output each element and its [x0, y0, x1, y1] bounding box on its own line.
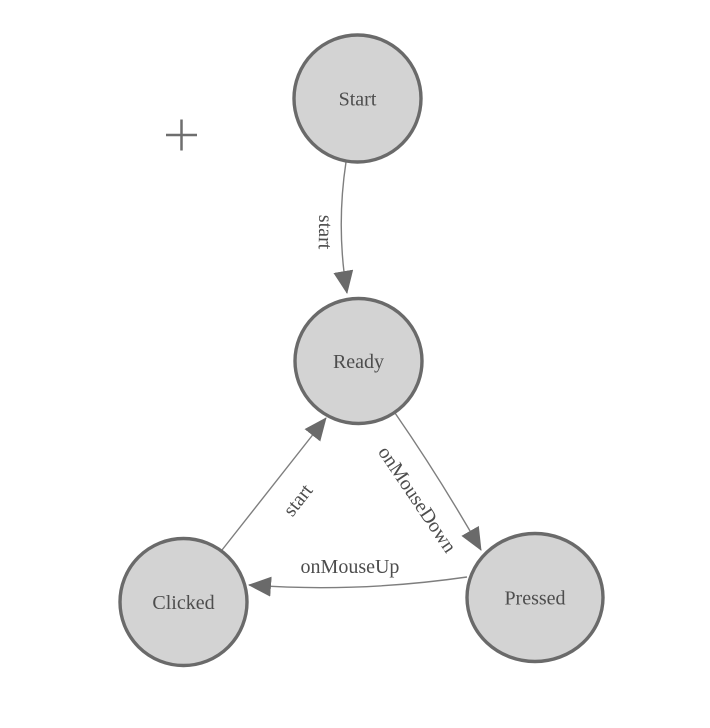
origin-crosshair-icon [166, 119, 197, 151]
node-circle [118, 536, 249, 668]
node-label: Start [339, 89, 377, 111]
edge-label: start [314, 215, 337, 250]
edge-line [394, 412, 482, 551]
node-circle [292, 33, 423, 164]
edge-line [333, 161, 354, 294]
node-label: Ready [333, 351, 384, 373]
node-circle [293, 296, 424, 426]
state-node-start[interactable]: Start [292, 33, 423, 164]
state-node-pressed[interactable]: Pressed [465, 531, 605, 664]
node-label: Clicked [152, 592, 214, 614]
edge-label: onMouseDown [373, 442, 460, 557]
state-node-clicked[interactable]: Clicked [118, 536, 249, 668]
edge-label: start [279, 480, 318, 521]
edge-line [221, 417, 327, 551]
transition-clicked-to-ready[interactable]: start [221, 417, 327, 551]
state-node-ready[interactable]: Ready [293, 296, 424, 426]
edge-line [248, 576, 468, 597]
edge-label: onMouseUp [301, 556, 400, 578]
node-circle [465, 531, 605, 664]
transition-pressed-to-clicked[interactable]: onMouseUp [248, 556, 468, 597]
transition-ready-to-pressed[interactable]: onMouseDown [373, 412, 482, 557]
node-label: Pressed [504, 588, 565, 610]
transition-start-to-ready[interactable]: start [314, 161, 354, 294]
